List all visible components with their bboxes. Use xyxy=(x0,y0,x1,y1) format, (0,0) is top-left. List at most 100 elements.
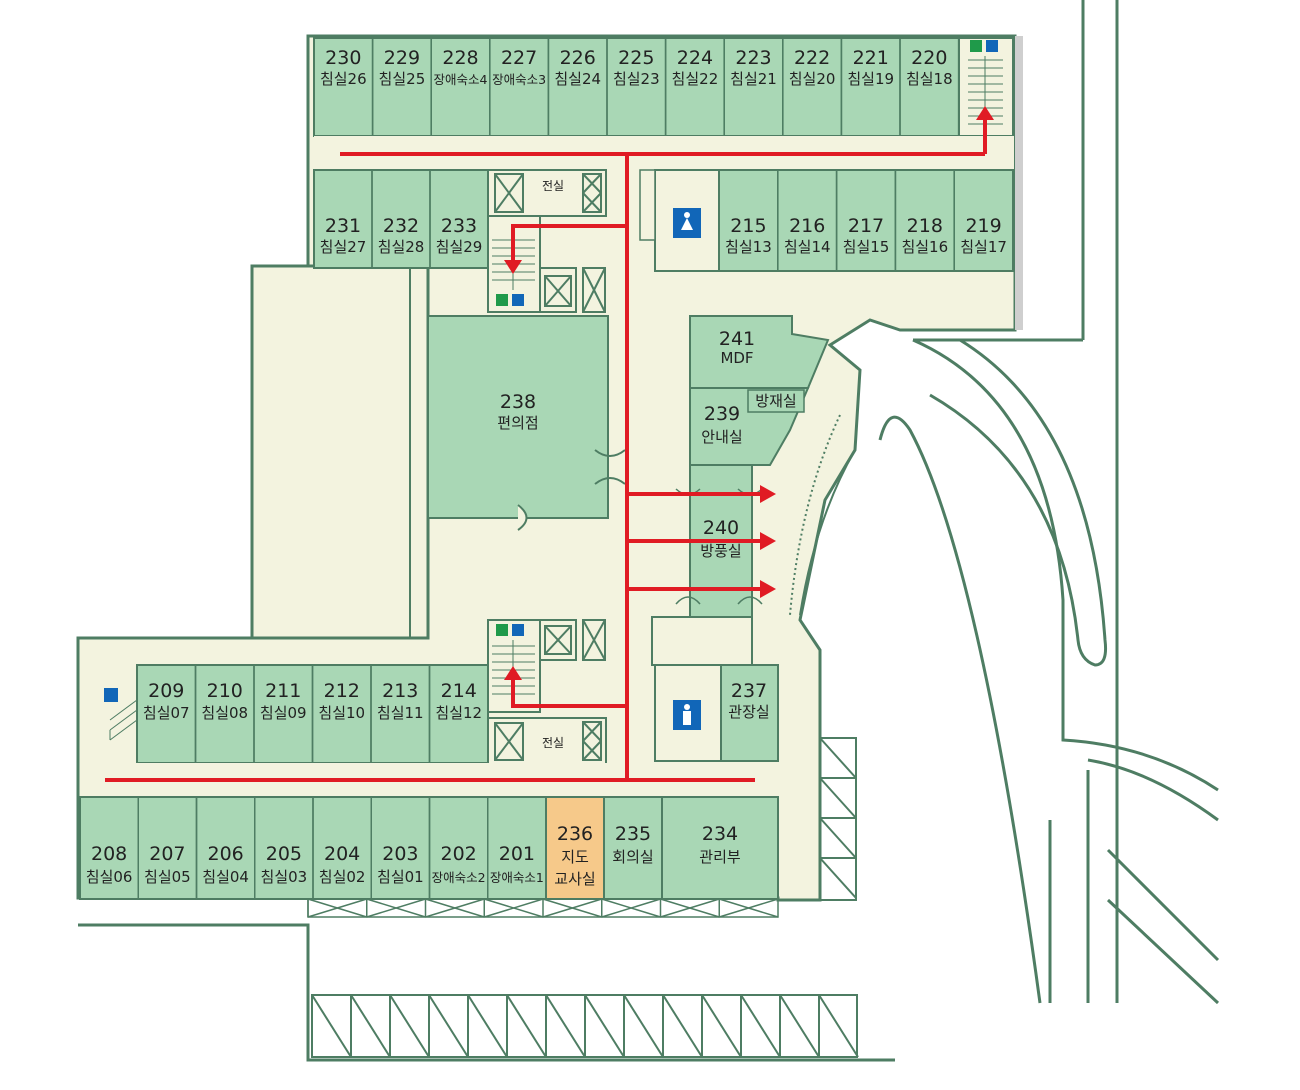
room-237 xyxy=(720,664,779,762)
room-215-name: 침실13 xyxy=(725,238,772,256)
stair-west xyxy=(109,699,138,741)
room-227-name: 장애숙소3 xyxy=(492,72,546,87)
room-224-name: 침실22 xyxy=(672,70,719,88)
room-239-number: 239 xyxy=(704,403,740,425)
disabled-access-icon xyxy=(104,688,118,702)
disabled-access-icon xyxy=(986,40,998,52)
room-222-name: 침실20 xyxy=(789,70,836,88)
room-202-name: 장애숙소2 xyxy=(432,870,486,885)
room-219-number: 219 xyxy=(965,215,1001,237)
room-203-name: 침실01 xyxy=(377,868,424,886)
room-216-name: 침실14 xyxy=(784,238,831,256)
open-area-west xyxy=(250,264,430,640)
site-outline xyxy=(78,923,895,1062)
room-201-number: 201 xyxy=(499,843,535,865)
room-234-name: 관리부 xyxy=(699,848,741,866)
room-236-line1: 지도 xyxy=(561,848,589,866)
room-239-name: 안내실 xyxy=(701,428,742,446)
room-202-number: 202 xyxy=(440,843,476,865)
room-230-name: 침실26 xyxy=(320,70,367,88)
evacuation-route xyxy=(105,120,987,782)
room-216-number: 216 xyxy=(789,215,825,237)
room-230-number: 230 xyxy=(325,47,361,69)
room-fire-name: 방재실 xyxy=(755,392,796,410)
room-234-number: 234 xyxy=(702,823,738,845)
room-214-name: 침실12 xyxy=(435,704,482,722)
room-201-name: 장애숙소1 xyxy=(490,870,544,885)
room-220-name: 침실18 xyxy=(906,70,953,88)
room-223-number: 223 xyxy=(735,47,771,69)
room-219-name: 침실17 xyxy=(960,238,1007,256)
evacuation-arrowheads xyxy=(504,106,994,680)
room-210-number: 210 xyxy=(207,680,243,702)
emergency-exit-icon xyxy=(496,294,508,306)
room-236 xyxy=(545,796,605,900)
room-206-number: 206 xyxy=(207,843,243,865)
room-241-name: MDF xyxy=(720,349,753,367)
entrance-wall xyxy=(799,449,856,616)
room-213-name: 침실11 xyxy=(377,704,424,722)
room-214-number: 214 xyxy=(441,680,477,702)
room-233-number: 233 xyxy=(441,215,477,237)
room-211-number: 211 xyxy=(265,680,301,702)
room-228-name: 장애숙소4 xyxy=(434,72,488,87)
room-212-name: 침실10 xyxy=(318,704,365,722)
room-211-name: 침실09 xyxy=(260,704,307,722)
room-241-number: 241 xyxy=(719,328,755,350)
room-237-number: 237 xyxy=(731,680,767,702)
room-225-name: 침실23 xyxy=(613,70,660,88)
room-240-number: 240 xyxy=(703,517,739,539)
room-205-number: 205 xyxy=(266,843,302,865)
room-236-line2: 교사실 xyxy=(554,870,595,888)
shadow xyxy=(1015,36,1023,330)
room-217-name: 침실15 xyxy=(843,238,890,256)
room-215-number: 215 xyxy=(730,215,766,237)
room-205-name: 침실03 xyxy=(261,868,308,886)
room-221-name: 침실19 xyxy=(847,70,894,88)
disabled-access-icon xyxy=(512,624,524,636)
room-212-number: 212 xyxy=(324,680,360,702)
room-226-number: 226 xyxy=(560,47,596,69)
room-228-number: 228 xyxy=(442,47,478,69)
room-234 xyxy=(661,796,779,900)
room-221-number: 221 xyxy=(853,47,889,69)
room-238 xyxy=(427,315,609,519)
room-210-name: 침실08 xyxy=(201,704,248,722)
room-213-number: 213 xyxy=(382,680,418,702)
room-232-number: 232 xyxy=(383,215,419,237)
core-north xyxy=(487,169,607,217)
room-231-name: 침실27 xyxy=(320,238,367,256)
door-swing-icon xyxy=(594,449,626,485)
room-208-name: 침실06 xyxy=(86,868,133,886)
room-204-name: 침실02 xyxy=(319,868,366,886)
room-219 xyxy=(953,169,1014,272)
elevator-icon xyxy=(539,619,606,661)
room-204-number: 204 xyxy=(324,843,360,865)
room-203-number: 203 xyxy=(382,843,418,865)
room-206-name: 침실04 xyxy=(202,868,249,886)
room-238-name: 편의점 xyxy=(497,414,538,432)
room-235 xyxy=(603,796,663,900)
emergency-exit-icon xyxy=(496,624,508,636)
room-fire-control xyxy=(747,389,805,413)
room-227-number: 227 xyxy=(501,47,537,69)
electric-room-north-label: 전실 xyxy=(542,179,564,193)
road-lines xyxy=(878,0,1220,1005)
parking-area xyxy=(311,994,859,1058)
room-222-number: 222 xyxy=(794,47,830,69)
room-229-number: 229 xyxy=(384,47,420,69)
room-236-number: 236 xyxy=(557,823,593,845)
room-238-number: 238 xyxy=(500,391,536,413)
room-220-number: 220 xyxy=(911,47,947,69)
room-240-name: 방풍실 xyxy=(700,542,741,560)
room-235-number: 235 xyxy=(615,823,651,845)
emergency-exit-icon xyxy=(970,40,982,52)
counter xyxy=(639,169,656,241)
core-south xyxy=(487,717,607,765)
room-235-name: 회의실 xyxy=(612,848,653,866)
male-toilet-icon xyxy=(673,700,701,730)
room-217-number: 217 xyxy=(848,215,884,237)
room-207-name: 침실05 xyxy=(144,868,191,886)
room-208-number: 208 xyxy=(91,843,127,865)
